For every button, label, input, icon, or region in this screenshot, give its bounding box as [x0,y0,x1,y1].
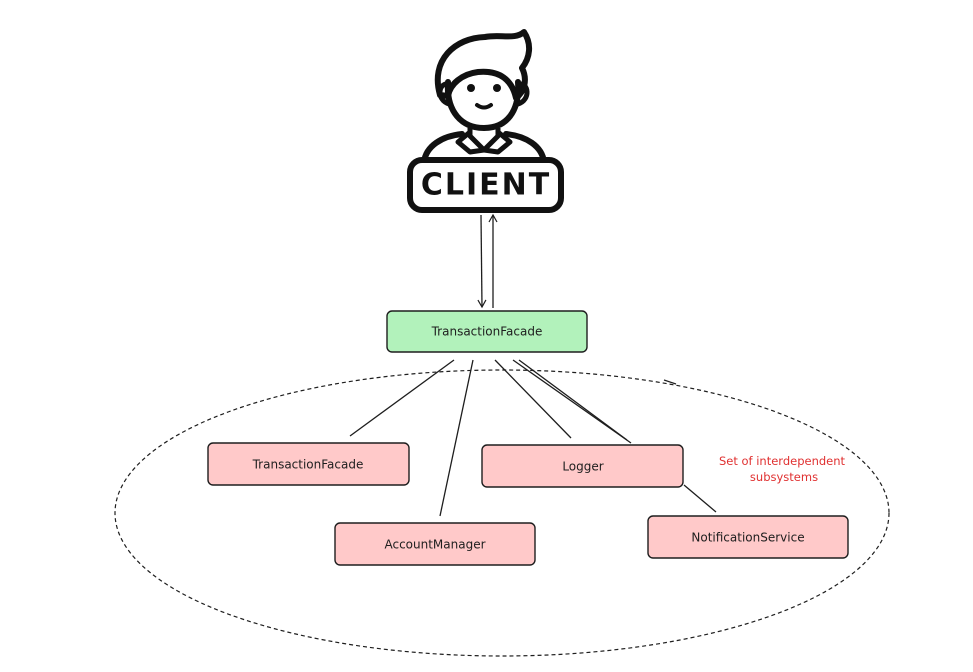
edge-logger-notificationservice [683,484,717,513]
facade-node: TransactionFacade [386,310,588,353]
subsystem-node-transactionfacade: TransactionFacade [207,442,410,486]
edge-facade-logger [494,359,572,439]
subsystem-label: Logger [562,460,603,474]
note-line-1: Set of interdependent [719,454,846,468]
subsystem-boundary [114,369,890,657]
facade-label: TransactionFacade [431,325,543,339]
subsystem-label: NotificationService [691,531,804,545]
subsystems-note: Set of interdependent subsystems [719,454,846,484]
subsystem-node-logger: Logger [481,444,684,488]
client-person-icon [407,29,564,213]
subsystem-label: AccountManager [384,538,485,552]
edge-facade-transactionfacade [349,359,455,437]
edge-facade-notificationservice-b [518,359,628,441]
request-arrow [477,214,487,309]
edge-facade-accountmanager [439,359,474,517]
client-label: CLIENT [421,168,551,203]
boundary-arrow-tick [663,379,677,385]
note-line-2: subsystems [750,470,818,484]
subsystem-node-accountmanager: AccountManager [334,522,536,566]
subsystem-node-notificationservice: NotificationService [647,515,849,559]
subsystem-label: TransactionFacade [252,458,364,472]
